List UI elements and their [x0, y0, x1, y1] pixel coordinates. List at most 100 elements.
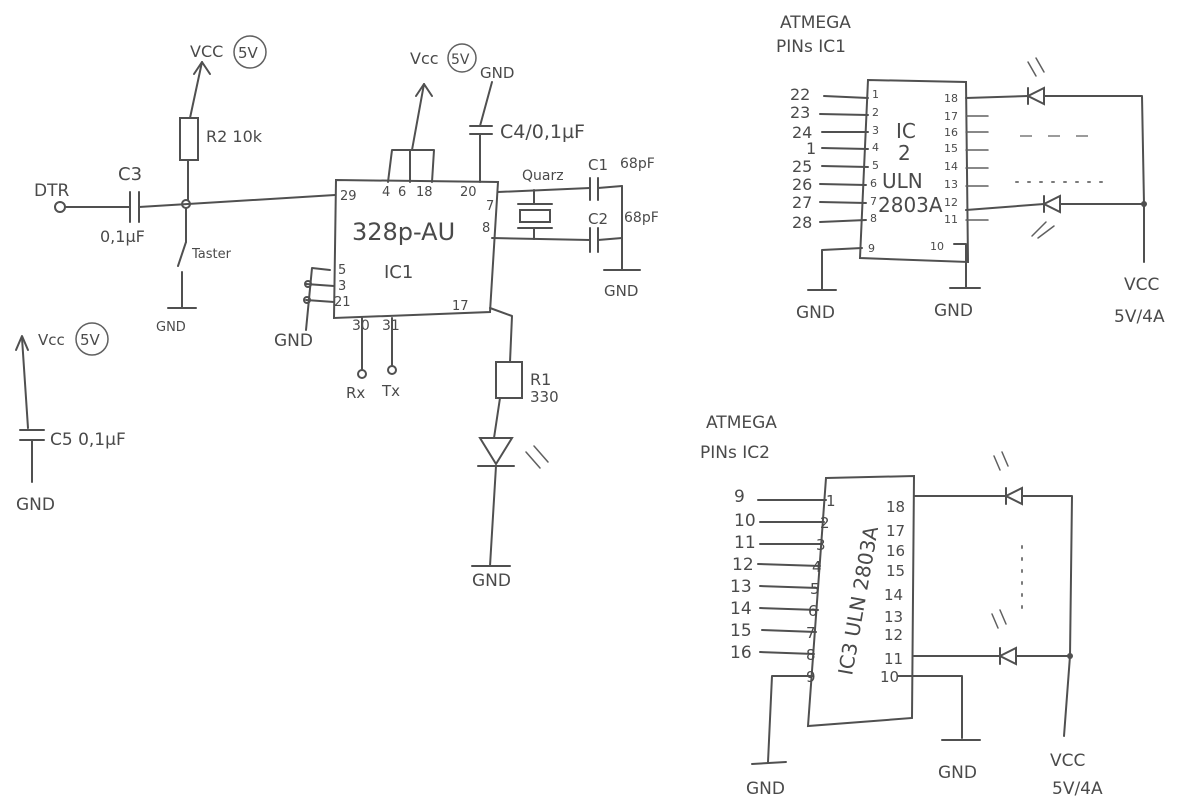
ic3-pin-5: 5: [810, 580, 820, 598]
mcu-pin-4: 4: [382, 185, 390, 200]
c5-gnd-label: GND: [16, 495, 55, 515]
ic2-vcc-label: VCC: [1124, 275, 1159, 295]
r2-5v-circle: [233, 35, 267, 69]
mcu-pin-30: 30: [352, 318, 370, 334]
ic3-led-pin18-light: [993, 451, 1009, 471]
dtr-label: DTR: [34, 181, 69, 201]
ic2-led-pin18-light: [1027, 57, 1045, 77]
ic3-ext-pin-13: 13: [730, 577, 752, 597]
ic3-body: [806, 474, 916, 728]
tx-label: Tx: [381, 382, 400, 400]
ic2-pin-17: 17: [944, 110, 958, 123]
ic3-ext-pin-9: 9: [734, 487, 745, 507]
ic3-vcc-label: VCC: [1050, 751, 1085, 771]
ic2-pin-4: 4: [872, 141, 879, 154]
dtr-input-section: DTR C3 0,1µF Taster GND R2 10k VCC 5V: [34, 35, 336, 335]
ic3-led-pin11: [997, 646, 1017, 666]
ic3-driver: ATMEGA PINs IC2 IC3 ULN 2803A 9 10 11 12…: [700, 413, 1103, 799]
ic2-ext-pin-23: 23: [790, 103, 810, 122]
ic3-ext-pin-12: 12: [732, 555, 754, 575]
mcu-5v-circle: [447, 43, 477, 73]
r1-resistor: [495, 361, 523, 399]
r2-5v-label: 5V: [238, 44, 259, 62]
r1-value: 330: [530, 388, 559, 406]
ic2-pin-11: 11: [944, 213, 958, 226]
mcu-ic1: 328p-AU IC1 29 4 6 18 20 7 8 5 3 21 30 3…: [274, 43, 585, 402]
ic2-pin-18: 18: [944, 92, 958, 105]
ic2-led-pin18: [1025, 86, 1045, 106]
ic2-pin-8: 8: [870, 212, 877, 225]
ic2-pin-14: 14: [944, 160, 958, 173]
c2-value: 68pF: [624, 210, 659, 226]
led-gnd-label: GND: [472, 571, 511, 591]
ic2-label-line3: ULN: [882, 169, 923, 193]
ic3-pin-15: 15: [886, 562, 905, 580]
tx-terminal: [387, 365, 397, 375]
ic2-pin-10: 10: [930, 240, 944, 253]
mcu-body: [332, 178, 500, 320]
ic2-pin-6: 6: [870, 177, 877, 190]
ic2-pins-label: PINs IC1: [776, 37, 846, 57]
c5-section: Vcc 5V C5 0,1µF GND: [15, 322, 126, 515]
ic2-label-line2: 2: [898, 141, 911, 165]
mcu-gnd-label: GND: [274, 331, 313, 351]
ic2-supply-label: 5V/4A: [1114, 307, 1165, 327]
mcu-5v-label: 5V: [451, 52, 470, 68]
ic3-led-pin11-light: [991, 609, 1007, 629]
ic2-pin-16: 16: [944, 126, 958, 139]
r2-vcc-label: VCC: [190, 42, 223, 61]
ic3-pin-11: 11: [884, 650, 903, 668]
ic2-pin-3: 3: [872, 124, 879, 137]
mcu-pin-8: 8: [482, 221, 490, 236]
r2-vcc-arrow: [193, 61, 211, 75]
taster-gnd-label: GND: [156, 320, 186, 335]
ic2-led-pin11-light: [1031, 221, 1055, 239]
ic3-pin-6: 6: [808, 602, 818, 620]
ic3-pin-13: 13: [884, 608, 903, 626]
crystal-section: GND Quarz C1 68pF C2 68pF: [491, 156, 659, 300]
ic2-ext-pin-22: 22: [790, 85, 810, 104]
ic2-pin-9: 9: [868, 242, 875, 255]
ic2-ext-pin-24: 24: [792, 123, 812, 142]
c3-value: 0,1µF: [100, 227, 145, 246]
mcu-pin-31: 31: [382, 318, 400, 334]
taster-label: Taster: [191, 247, 232, 262]
ic3-gnd-bar-left: [751, 761, 787, 765]
ic3-atmega-label: ATMEGA: [706, 413, 777, 433]
mcu-pin-21: 21: [334, 295, 351, 310]
ic2-label-line1: IC: [896, 119, 916, 143]
mcu-part-label: 328p-AU: [352, 218, 455, 246]
ic2-ext-pin-28: 28: [792, 213, 812, 232]
ic3-pins-label: PINs IC2: [700, 443, 770, 463]
ic3-pin-16: 16: [886, 542, 905, 560]
ic3-pin-1: 1: [826, 492, 836, 510]
c2-label: C2: [588, 210, 608, 228]
mcu-ref-label: IC1: [384, 262, 413, 283]
ic3-pin-7: 7: [806, 624, 816, 642]
ic2-pin-2: 2: [872, 106, 879, 119]
quarz-crystal: [519, 209, 551, 223]
ic2-pin-5: 5: [872, 159, 879, 172]
ic2-pin-7: 7: [870, 195, 877, 208]
status-led-section: R1 330 GND: [471, 307, 559, 591]
ic2-gnd-label-right: GND: [934, 301, 973, 321]
ic2-body: [858, 78, 970, 264]
quarz-label: Quarz: [522, 168, 564, 184]
ic3-pin-18: 18: [886, 498, 905, 516]
ic2-label-line4: 2803A: [878, 193, 943, 217]
c5-vcc-label: Vcc: [38, 331, 65, 349]
mcu-vcc-arrow: [415, 83, 433, 97]
ic2-ext-pin-26: 26: [792, 175, 812, 194]
ic2-driver: ATMEGA PINs IC1 IC 2 ULN 2803A 22 23 24 …: [776, 13, 1165, 327]
ic3-pin-4: 4: [812, 558, 822, 576]
status-led: [478, 437, 514, 466]
ic3-gnd-label-left: GND: [746, 779, 785, 799]
ic3-ext-pin-15: 15: [730, 621, 752, 641]
ic3-led-pin18: [1003, 486, 1023, 506]
ic2-ext-pin-27: 27: [792, 193, 812, 212]
dtr-terminal: [54, 201, 66, 213]
rx-label: Rx: [346, 384, 365, 402]
mcu-pin-20: 20: [460, 185, 477, 200]
c3-label: C3: [118, 164, 142, 185]
r2-label: R2 10k: [206, 127, 263, 146]
